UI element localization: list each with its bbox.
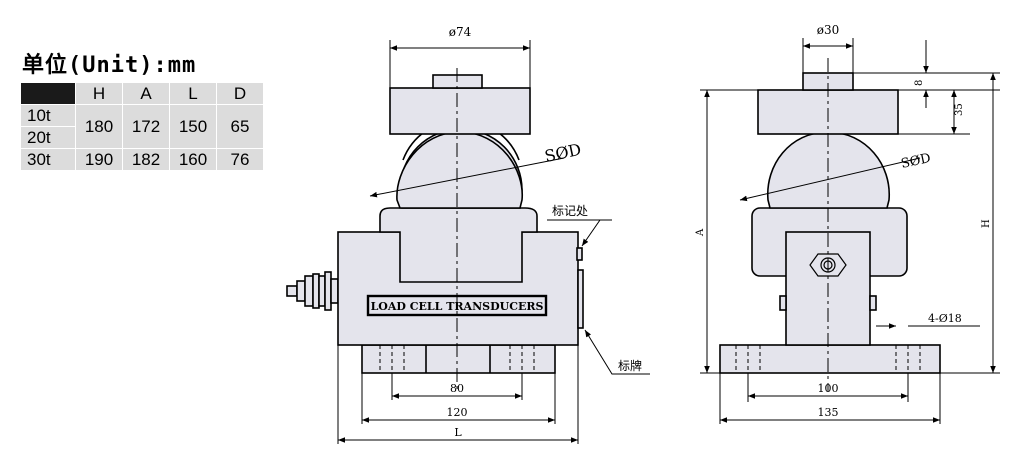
table-row: 30t 190 182 160 76 bbox=[20, 148, 264, 171]
side-dim-35: 35 bbox=[954, 103, 965, 116]
front-dia-top: ø74 bbox=[449, 25, 472, 39]
side-view bbox=[719, 72, 941, 374]
value-cell: 180 bbox=[75, 104, 123, 149]
value-cell: 160 bbox=[169, 148, 217, 171]
front-dim-l: L bbox=[454, 426, 462, 439]
side-holes-label: 4-Ø18 bbox=[928, 312, 962, 325]
value-cell: 182 bbox=[122, 148, 170, 171]
side-dim-h: H bbox=[981, 219, 992, 228]
front-base-foot bbox=[361, 344, 556, 374]
front-view bbox=[286, 74, 584, 374]
side-dim-100: 100 bbox=[818, 382, 839, 395]
side-sphere-label: SØD bbox=[900, 151, 932, 172]
dimension-table: H A L D 10t 180 172 150 65 20t 30t 190 1… bbox=[20, 82, 264, 171]
capacity-cell: 30t bbox=[20, 148, 76, 171]
table-row: 20t bbox=[20, 126, 264, 149]
value-cell: 76 bbox=[216, 148, 264, 171]
front-dim-80: 80 bbox=[450, 382, 464, 395]
capacity-cell: 20t bbox=[20, 126, 76, 149]
side-dia-top: ø30 bbox=[817, 23, 840, 37]
side-dim-135: 135 bbox=[818, 406, 839, 419]
front-nameplate-side bbox=[577, 269, 584, 329]
front-dim-120: 120 bbox=[447, 406, 468, 419]
table-header-d: D bbox=[216, 82, 264, 105]
table-row: 10t 180 172 150 65 bbox=[20, 104, 264, 149]
side-base-plate bbox=[719, 344, 941, 374]
value-cell: 65 bbox=[216, 104, 264, 149]
side-hole-lines bbox=[735, 345, 921, 373]
side-dim-a: A bbox=[695, 228, 706, 237]
front-nameplate-label: 标牌 bbox=[618, 359, 642, 373]
front-dimensions bbox=[337, 40, 650, 444]
front-top-cap bbox=[389, 87, 531, 135]
front-seat bbox=[379, 207, 538, 283]
side-dimensions bbox=[700, 38, 1000, 424]
value-cell: 150 bbox=[169, 104, 217, 149]
side-dim-8: 8 bbox=[914, 80, 925, 86]
table-header-row: H A L D bbox=[20, 82, 264, 105]
front-sphere-label: SØD bbox=[543, 140, 583, 166]
unit-title: 单位(Unit):mm bbox=[22, 53, 197, 78]
value-cell: 172 bbox=[122, 104, 170, 149]
capacity-cell: 10t bbox=[20, 104, 76, 127]
front-hole-lines bbox=[379, 345, 535, 373]
cable-connector bbox=[286, 271, 339, 311]
front-mark-label: 标记处 bbox=[552, 204, 588, 218]
